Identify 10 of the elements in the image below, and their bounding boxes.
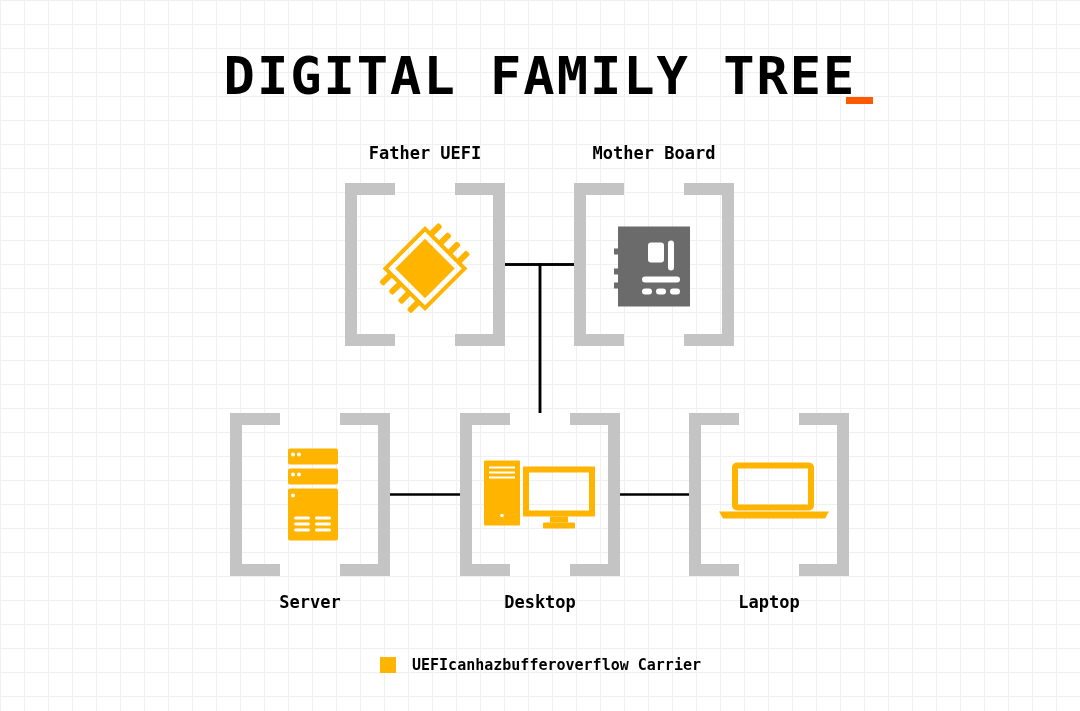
connector-line [538, 263, 574, 413]
node-label: Server [279, 592, 341, 612]
connector-line [390, 493, 460, 496]
connector-line [620, 493, 689, 496]
node-label: Father UEFI [368, 143, 482, 163]
node-label: Desktop [504, 592, 576, 612]
title: DIGITAL FAMILY TREE [223, 46, 857, 106]
legend-text: UEFIcanhazbufferoverflow Carrier [412, 656, 701, 674]
node-label: Mother Board [592, 143, 716, 163]
node-label: Laptop [738, 592, 800, 612]
